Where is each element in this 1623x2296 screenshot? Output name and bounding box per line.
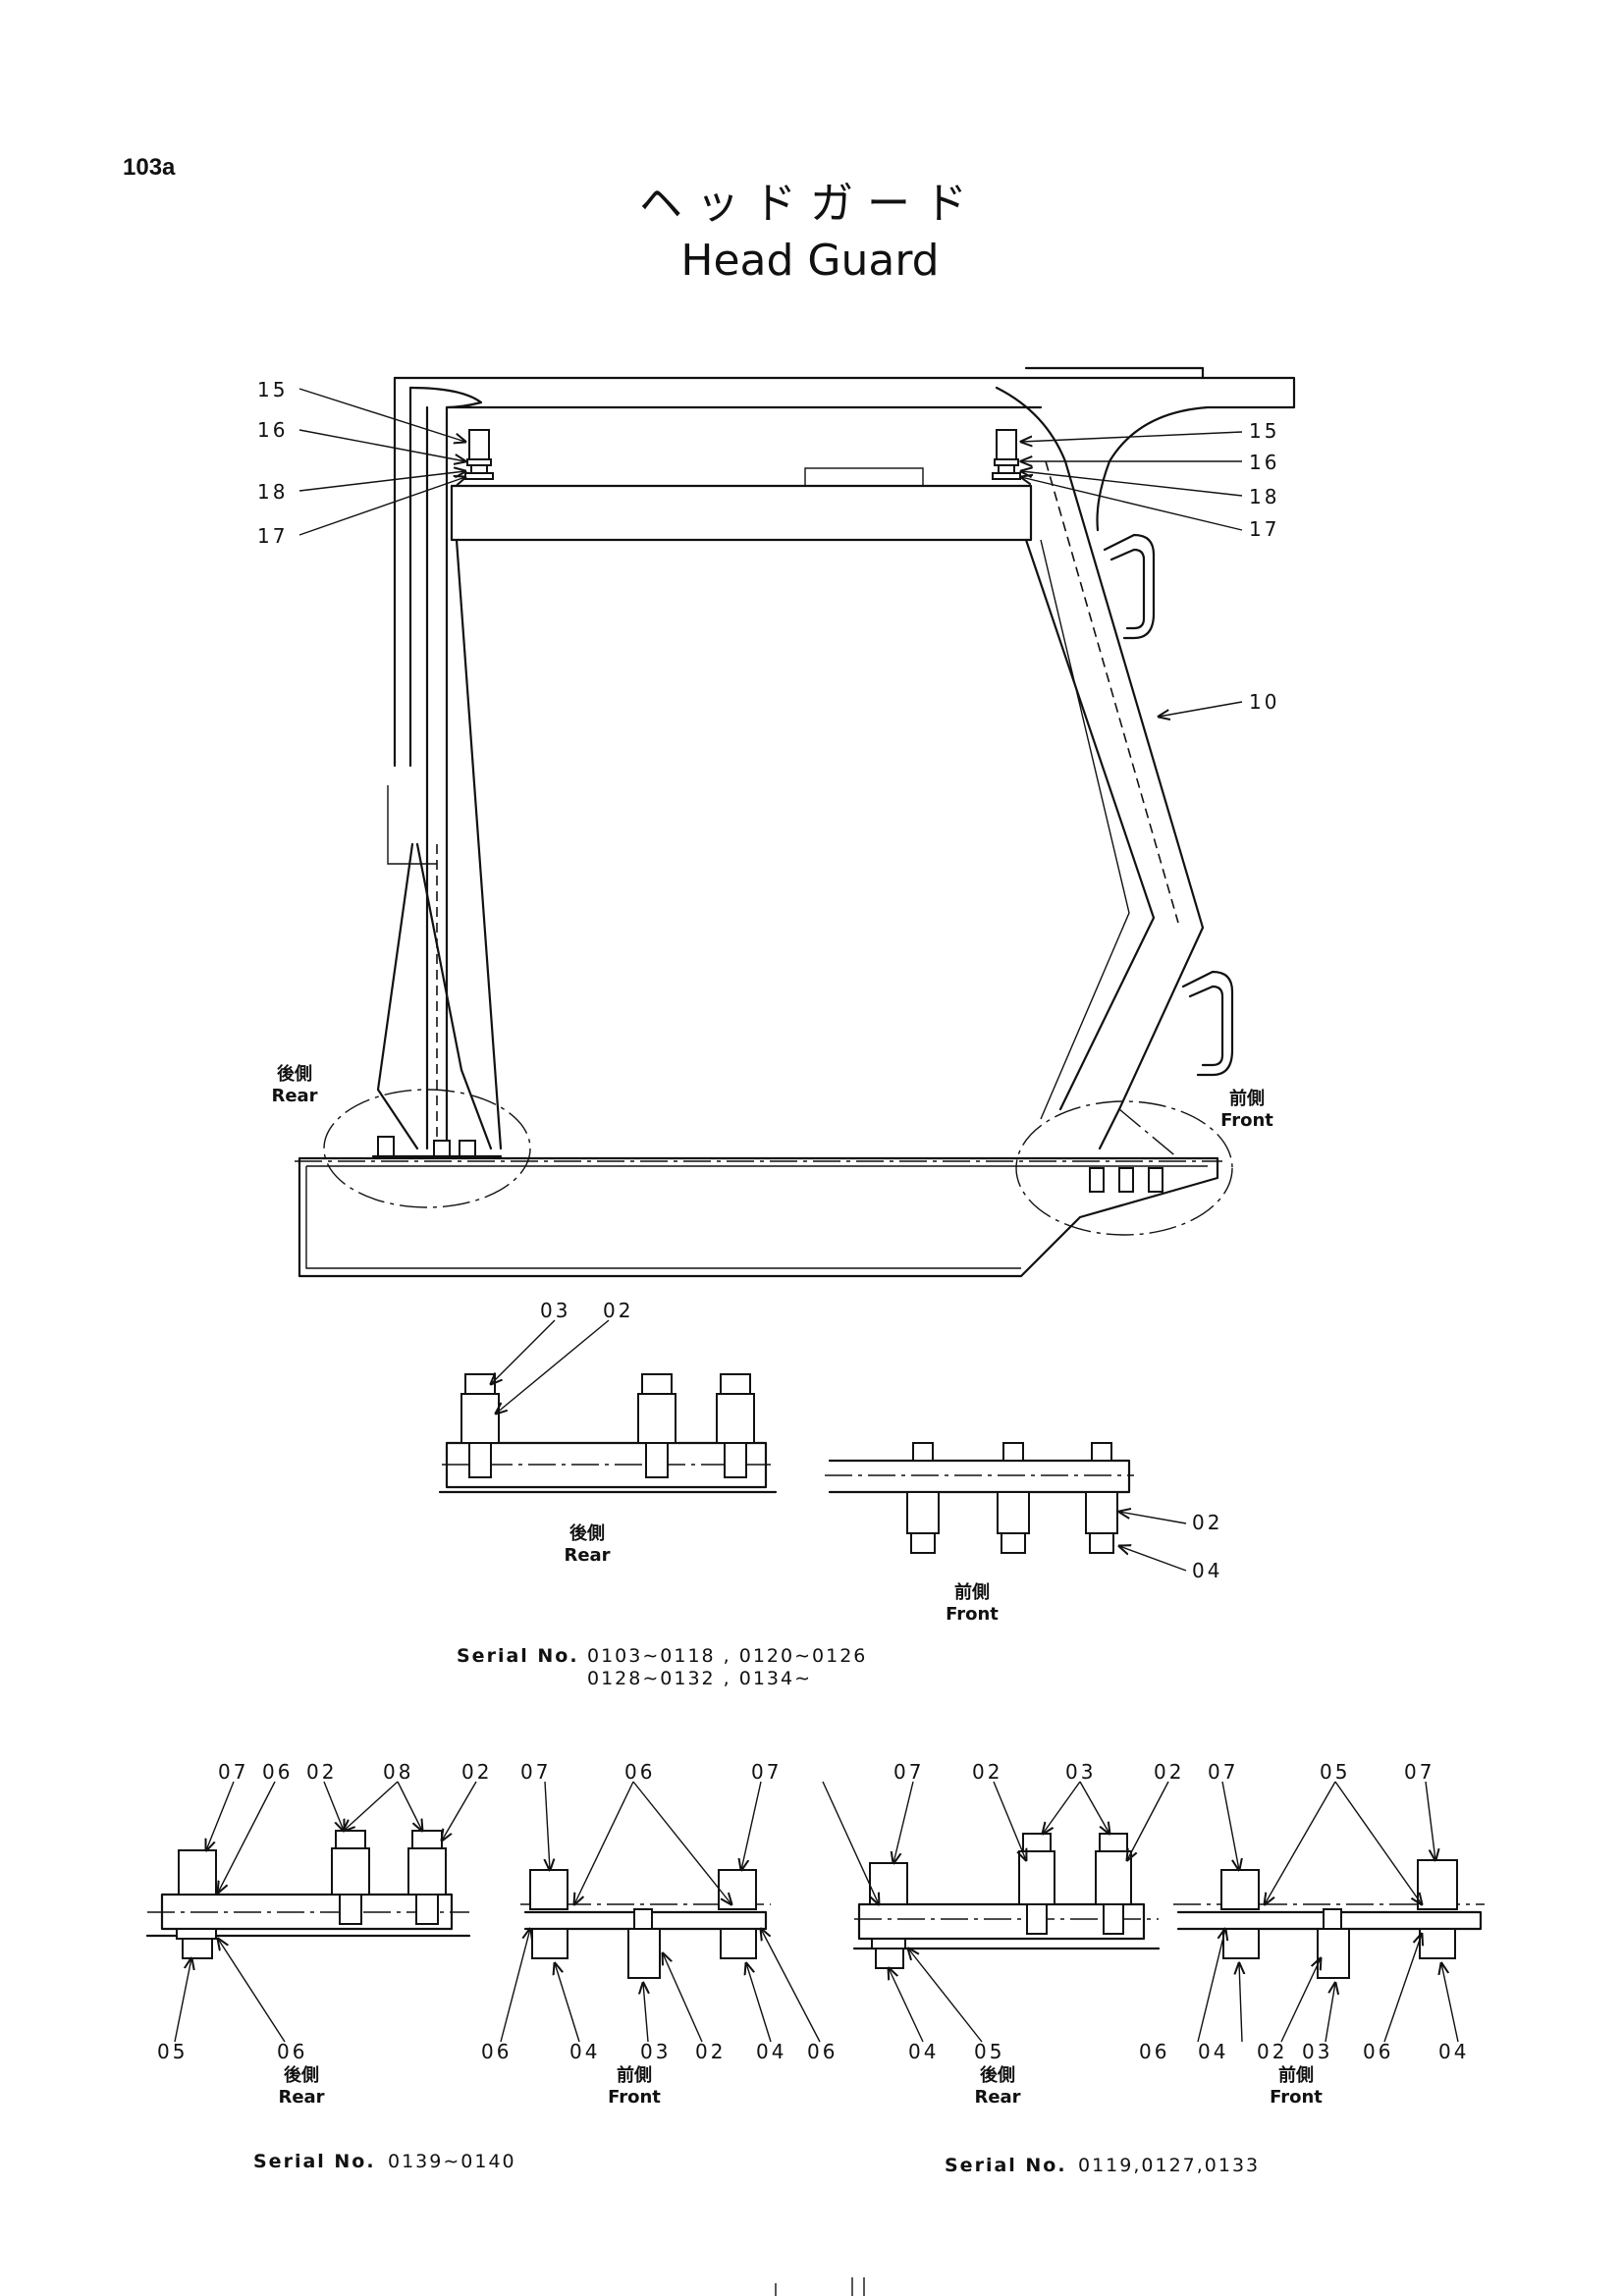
rear-detail-circle	[323, 1089, 531, 1208]
g1-callout-02-front: 02	[1192, 1511, 1222, 1534]
g2-callout-07c: 07	[751, 1760, 782, 1784]
g3-callout-05b: 05	[1320, 1760, 1350, 1784]
scan-artifact	[775, 2277, 865, 2296]
g3-callout-02b: 02	[1154, 1760, 1184, 1784]
g3-callout-05a: 05	[974, 2040, 1004, 2063]
front-detail-circle	[1015, 1100, 1233, 1236]
g2-callout-05: 05	[157, 2040, 188, 2063]
g2-callout-03: 03	[640, 2040, 671, 2063]
rear-top-mount	[464, 429, 494, 480]
callout-17-right: 17	[1249, 517, 1279, 541]
g2-callout-06d: 06	[481, 2040, 512, 2063]
g2-callout-06b: 06	[624, 1760, 655, 1784]
g3-serial-label: Serial No.	[945, 2155, 1067, 2176]
callout-18-left: 18	[257, 480, 288, 504]
g2-serial-value: 0139∼0140	[388, 2151, 516, 2172]
callout-18-right: 18	[1249, 485, 1279, 508]
g2-serial-label: Serial No.	[253, 2151, 376, 2172]
g3-front-ja: 前側	[1278, 2064, 1314, 2086]
rear-label-en: Rear	[271, 1086, 317, 1106]
g2-callout-02a: 02	[306, 1760, 337, 1784]
g2-callout-02b: 02	[461, 1760, 492, 1784]
callout-16-left: 16	[257, 418, 288, 442]
g2-callout-06c: 06	[277, 2040, 307, 2063]
g1-rear-en: Rear	[564, 1545, 610, 1566]
head-guard-main-view	[295, 366, 1296, 1278]
g1-callout-04-front: 04	[1192, 1559, 1222, 1582]
g3-serial-value: 0119,0127,0133	[1078, 2155, 1260, 2176]
page-number: 103a	[123, 154, 176, 181]
detail-group-3	[822, 1781, 1485, 2043]
g3-callout-02c: 02	[1257, 2040, 1287, 2063]
g2-callout-04b: 04	[756, 2040, 786, 2063]
g2-callout-07a: 07	[218, 1760, 248, 1784]
title-english: Head Guard	[680, 236, 939, 286]
detail-group-1	[438, 1319, 1187, 1572]
front-label-en: Front	[1220, 1110, 1273, 1131]
g3-callout-03b: 03	[1302, 2040, 1332, 2063]
g2-front-ja: 前側	[617, 2064, 652, 2086]
g3-callout-06a: 06	[1139, 2040, 1169, 2063]
title-japanese: ヘッドガード	[639, 179, 981, 229]
g1-rear-ja: 後側	[569, 1522, 605, 1544]
g3-front-en: Front	[1270, 2087, 1323, 2108]
detail-group-2	[145, 1781, 821, 2043]
g2-front-en: Front	[608, 2087, 661, 2108]
callout-10: 10	[1249, 690, 1279, 714]
g3-callout-03: 03	[1065, 1760, 1096, 1784]
g2-callout-06e: 06	[807, 2040, 838, 2063]
g3-callout-07c: 07	[1404, 1760, 1434, 1784]
g2-rear-en: Rear	[278, 2087, 324, 2108]
g3-callout-04a: 04	[908, 2040, 939, 2063]
g1-serial-line1: 0103∼0118 , 0120∼0126	[587, 1645, 867, 1667]
g1-serial-label: Serial No.	[457, 1645, 579, 1667]
g1-callout-03: 03	[540, 1299, 570, 1322]
g2-rear-ja: 後側	[284, 2064, 319, 2086]
g2-callout-02c: 02	[695, 2040, 726, 2063]
g3-callout-07a: 07	[893, 1760, 924, 1784]
g3-callout-07b: 07	[1208, 1760, 1238, 1784]
rear-label-ja: 後側	[277, 1063, 312, 1085]
g2-callout-06a: 06	[262, 1760, 293, 1784]
g2-callout-07b: 07	[520, 1760, 551, 1784]
callout-17-left: 17	[257, 524, 288, 548]
g3-callout-02a: 02	[972, 1760, 1002, 1784]
g1-front-en: Front	[946, 1604, 999, 1625]
g3-rear-ja: 後側	[980, 2064, 1015, 2086]
g3-callout-04b: 04	[1198, 2040, 1228, 2063]
g2-callout-08: 08	[383, 1760, 413, 1784]
g1-front-ja: 前側	[954, 1581, 990, 1603]
g3-callout-04c: 04	[1438, 2040, 1469, 2063]
callout-16-right: 16	[1249, 451, 1279, 474]
g1-serial-line2: 0128∼0132 , 0134∼	[587, 1668, 812, 1689]
front-top-mount	[992, 429, 1021, 480]
g2-callout-04a: 04	[569, 2040, 600, 2063]
callout-15-left: 15	[257, 378, 288, 401]
callout-15-right: 15	[1249, 419, 1279, 443]
g3-rear-en: Rear	[974, 2087, 1020, 2108]
g1-callout-02: 02	[603, 1299, 633, 1322]
g3-callout-06b: 06	[1363, 2040, 1393, 2063]
front-label-ja: 前側	[1229, 1088, 1265, 1109]
